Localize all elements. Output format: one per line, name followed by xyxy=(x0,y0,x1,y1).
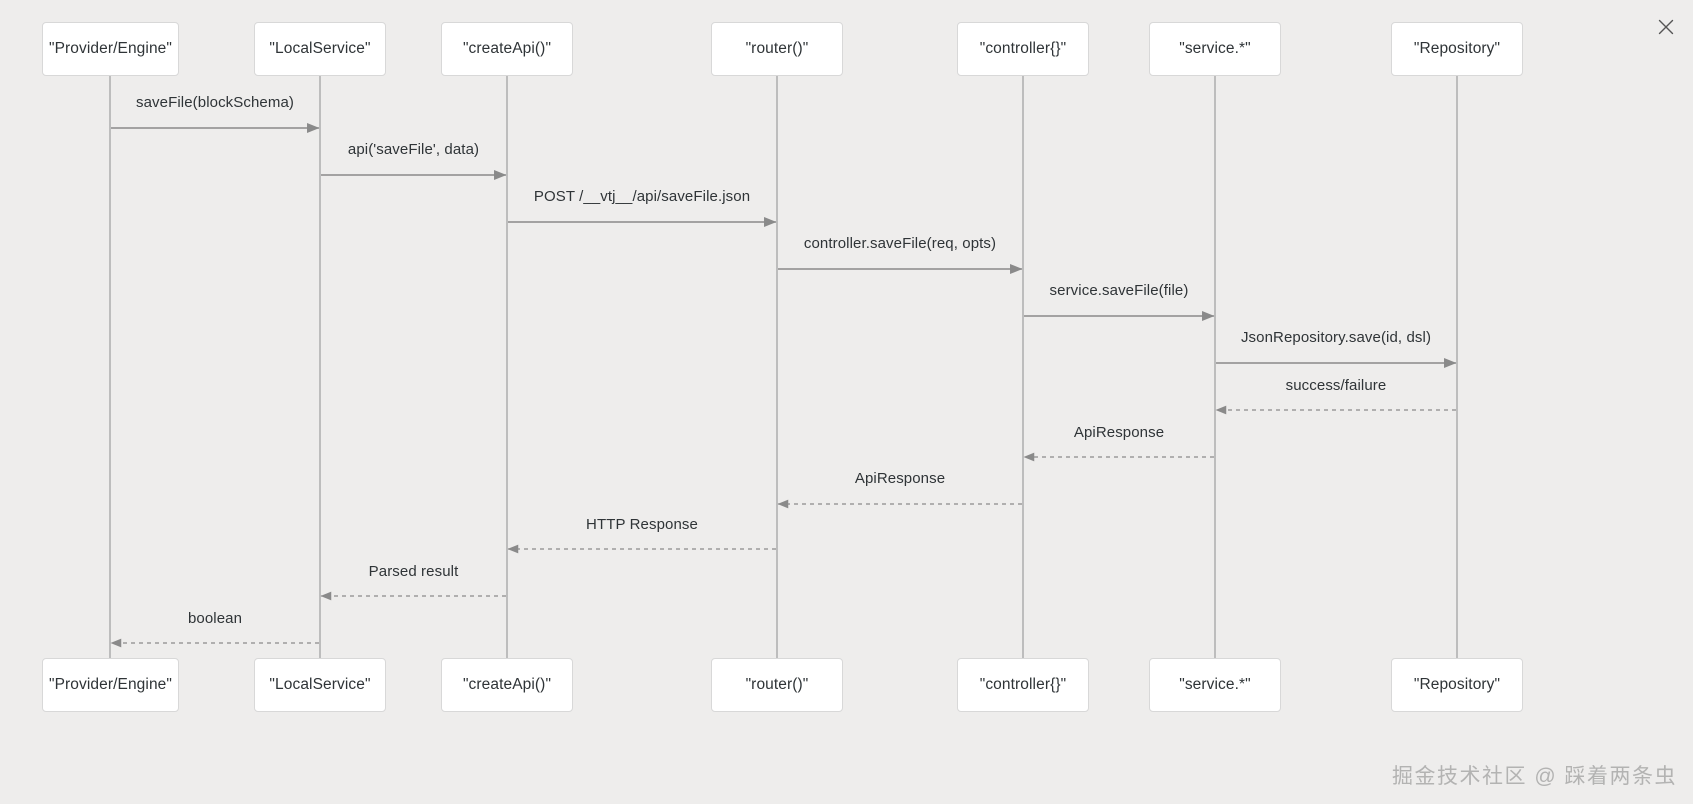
participant-label: "router()" xyxy=(745,40,809,57)
message-label-2: api('saveFile', data) xyxy=(347,141,480,158)
message-label-11: Parsed result xyxy=(368,563,459,580)
participant-label: "LocalService" xyxy=(269,676,371,693)
message-label-12: boolean xyxy=(187,610,243,627)
message-label-4: controller.saveFile(req, opts) xyxy=(803,235,997,252)
participant-router-bottom[interactable]: "router()" xyxy=(711,658,843,712)
message-label-6: JsonRepository.save(id, dsl) xyxy=(1240,329,1432,346)
participant-router-top[interactable]: "router()" xyxy=(711,22,843,76)
participant-label: "createApi()" xyxy=(462,676,552,693)
message-label-10: HTTP Response xyxy=(586,516,698,533)
participant-provider-bottom[interactable]: "Provider/Engine" xyxy=(42,658,179,712)
message-label-5: service.saveFile(file) xyxy=(1049,282,1189,299)
participant-controller-top[interactable]: "controller{}" xyxy=(957,22,1089,76)
participant-localservice-top[interactable]: "LocalService" xyxy=(254,22,386,76)
participant-label: "service.*" xyxy=(1179,676,1251,693)
close-icon[interactable] xyxy=(1653,14,1679,40)
participant-label: "createApi()" xyxy=(462,40,552,57)
participant-label: "controller{}" xyxy=(979,676,1067,693)
participant-repository-bottom[interactable]: "Repository" xyxy=(1391,658,1523,712)
participant-repository-top[interactable]: "Repository" xyxy=(1391,22,1523,76)
message-label-1: saveFile(blockSchema) xyxy=(136,94,294,111)
participant-provider-top[interactable]: "Provider/Engine" xyxy=(42,22,179,76)
lifelines-group xyxy=(109,76,1458,658)
participant-createapi-bottom[interactable]: "createApi()" xyxy=(441,658,573,712)
participant-label: "router()" xyxy=(745,676,809,693)
participant-service-bottom[interactable]: "service.*" xyxy=(1149,658,1281,712)
watermark: 掘金技术社区 @ 踩着两条虫 xyxy=(1392,765,1677,788)
participant-label: "Repository" xyxy=(1413,40,1501,57)
participant-label: "controller{}" xyxy=(979,40,1067,57)
participant-label: "service.*" xyxy=(1179,40,1251,57)
participant-service-top[interactable]: "service.*" xyxy=(1149,22,1281,76)
message-label-8: ApiResponse xyxy=(1073,424,1165,441)
arrows-group xyxy=(110,122,1457,648)
message-label-9: ApiResponse xyxy=(854,470,946,487)
participant-label: "LocalService" xyxy=(269,40,371,57)
participant-localservice-bottom[interactable]: "LocalService" xyxy=(254,658,386,712)
participant-controller-bottom[interactable]: "controller{}" xyxy=(957,658,1089,712)
participant-label: "Provider/Engine" xyxy=(49,676,172,693)
message-label-3: POST /__vtj__/api/saveFile.json xyxy=(533,188,751,205)
participant-createapi-top[interactable]: "createApi()" xyxy=(441,22,573,76)
participant-label: "Provider/Engine" xyxy=(49,40,172,57)
participant-label: "Repository" xyxy=(1413,676,1501,693)
message-label-7: success/failure xyxy=(1285,377,1387,394)
